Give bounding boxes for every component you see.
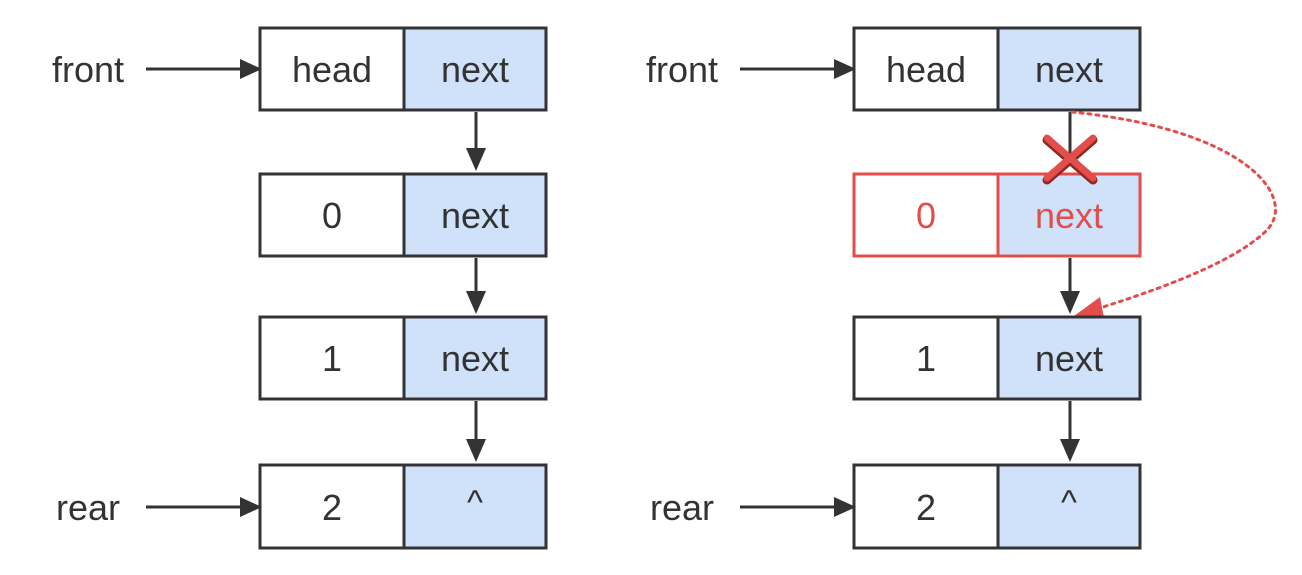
rear-pointer-arrowhead <box>834 497 856 517</box>
node-pointer-text: next <box>441 338 509 379</box>
front-pointer-arrowhead <box>834 59 856 79</box>
link-arrowhead <box>466 291 486 314</box>
node-data-text: head <box>886 49 966 90</box>
node-pointer-cell <box>402 463 548 550</box>
list-node-head: head next <box>852 26 1142 112</box>
node-pointer-cell <box>996 172 1142 258</box>
node-pointer-cell <box>402 172 548 258</box>
front-pointer-arrowhead <box>240 59 262 79</box>
node-pointer-cell <box>402 26 548 112</box>
node-data-cell <box>852 26 1000 112</box>
link-arrowhead <box>466 439 486 462</box>
node-data-text: head <box>292 49 372 90</box>
list-node-1: 1 next <box>852 315 1142 401</box>
list-node-1: 1 next <box>258 315 548 401</box>
node-data-text: 2 <box>916 487 936 528</box>
node-pointer-text: next <box>1035 338 1103 379</box>
removed-list-node-0: 0 next <box>852 172 1142 258</box>
node-pointer-text: ^ <box>467 484 483 522</box>
bypass-link-arrowhead <box>1074 297 1104 318</box>
front-label: front <box>646 49 718 90</box>
link-arrowhead <box>1060 291 1080 314</box>
link-arrowhead <box>466 148 486 171</box>
left-linked-queue: front head next 0 next <box>52 26 548 550</box>
node-pointer-cell <box>996 463 1142 550</box>
node-data-cell <box>258 172 406 258</box>
bypass-link-dotted-arrow <box>1070 110 1277 310</box>
list-node-2: 2 ^ <box>258 463 548 550</box>
front-label: front <box>52 49 124 90</box>
node-data-text: 0 <box>916 195 936 236</box>
list-node-2: 2 ^ <box>852 463 1142 550</box>
node-data-cell <box>852 463 1000 550</box>
cross-icon <box>1042 134 1098 185</box>
node-data-text: 0 <box>322 195 342 236</box>
node-pointer-cell <box>996 315 1142 401</box>
node-data-text: 2 <box>322 487 342 528</box>
rear-label: rear <box>56 487 120 528</box>
node-pointer-cell <box>402 315 548 401</box>
node-data-cell <box>258 463 406 550</box>
node-data-text: 1 <box>322 338 342 379</box>
link-arrowhead <box>1060 439 1080 462</box>
node-data-text: 1 <box>916 338 936 379</box>
list-node-head: head next <box>258 26 548 112</box>
rear-pointer-arrowhead <box>240 497 262 517</box>
right-linked-queue-dequeue: front head next 0 next <box>646 26 1277 550</box>
node-pointer-text: ^ <box>1061 484 1077 522</box>
node-pointer-text: next <box>1035 195 1103 236</box>
rear-label: rear <box>650 487 714 528</box>
node-pointer-text: next <box>441 195 509 236</box>
list-node-0: 0 next <box>258 172 548 258</box>
node-pointer-text: next <box>1035 49 1103 90</box>
node-pointer-cell <box>996 26 1142 112</box>
node-pointer-text: next <box>441 49 509 90</box>
